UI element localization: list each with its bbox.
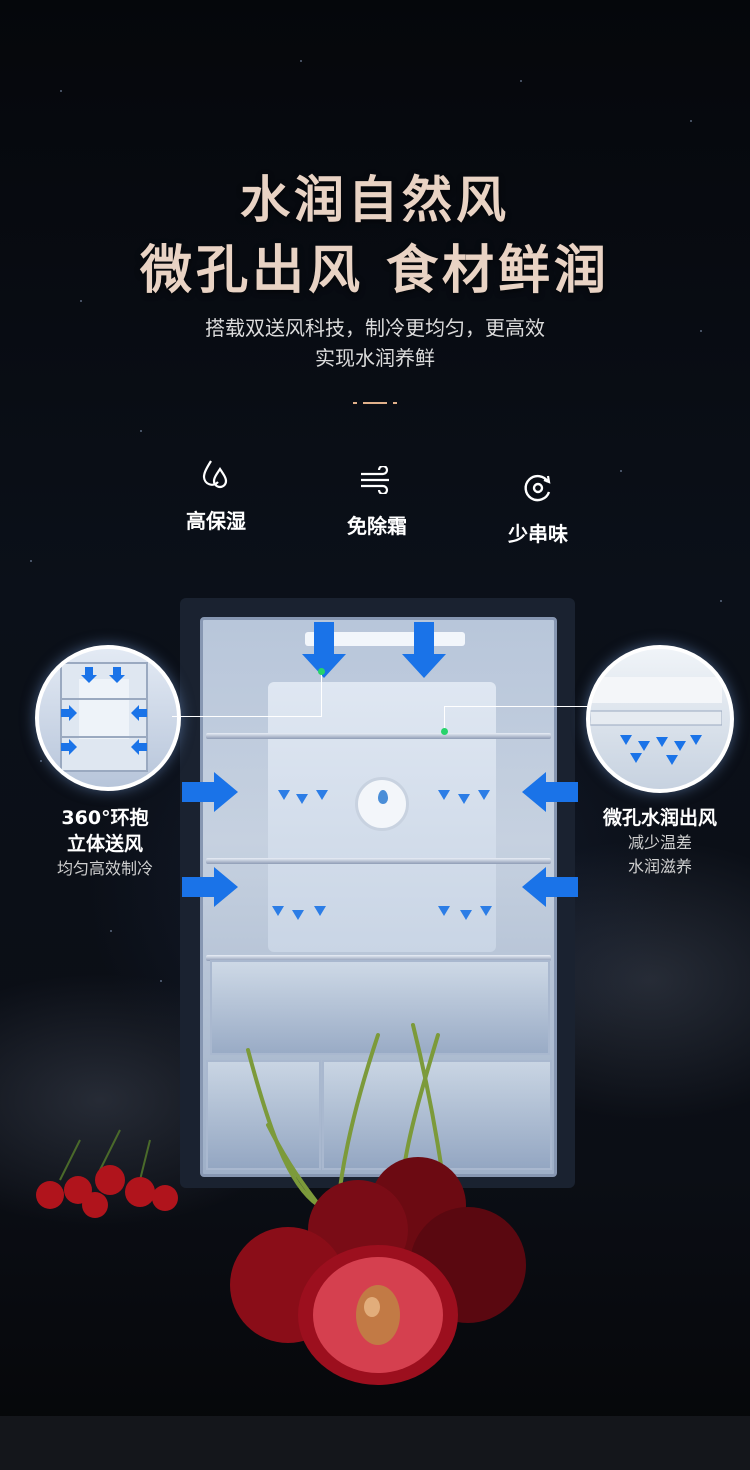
feature-label: 免除霜 (347, 514, 407, 538)
subtitle: 搭载双送风科技，制冷更均匀，更高效 实现水润养鲜 (0, 313, 750, 373)
right-callout-text: 微孔水润出风 减少温差 水润滋养 (580, 805, 740, 879)
left-callout-text: 360°环抱 立体送风 均匀高效制冷 (20, 805, 190, 881)
subtitle-line2: 实现水润养鲜 (315, 346, 435, 370)
fridge-shelf (206, 858, 551, 864)
headline-line1: 水润自然风 (240, 171, 510, 229)
detail-circle-left (35, 645, 181, 791)
right-callout-line1: 微孔水润出风 (602, 807, 717, 829)
indicator-dot (318, 668, 325, 675)
right-callout-line3: 水润滋养 (627, 857, 692, 876)
connector-line (444, 706, 588, 707)
feature-label: 少串味 (508, 522, 568, 546)
airflow-arrow-right (182, 867, 238, 907)
fridge-shelf (206, 733, 551, 739)
divider (353, 402, 397, 404)
subtitle-line1: 搭载双送风科技，制冷更均匀，更高效 (205, 316, 545, 340)
headline-line2: 微孔出风 食材鲜润 (139, 241, 611, 301)
airflow-arrow-down (402, 622, 446, 678)
airflow-arrow-left (522, 772, 578, 812)
left-callout-line1: 360°环抱 (61, 807, 149, 829)
airflow-arrow-right (182, 772, 238, 812)
micro-hole-vent-illustration (590, 677, 723, 765)
detail-circle-right (586, 645, 734, 793)
right-callout-line2: 减少温差 (627, 833, 692, 852)
bottom-strip (0, 1416, 750, 1470)
feature-odor: 少串味 (463, 472, 613, 547)
cherries-illustration (230, 1023, 526, 1385)
airflow-arrow-left (522, 867, 578, 907)
airflow-arrow-down (302, 622, 346, 678)
feature-moisture: 高保湿 (141, 455, 291, 534)
connector-line (444, 706, 445, 732)
fridge-drawer (206, 1060, 321, 1170)
feature-label: 高保湿 (186, 509, 246, 533)
wind-icon (361, 464, 389, 496)
water-drop-icon (378, 790, 388, 804)
fridge-drawer (210, 960, 550, 1055)
cycle-icon (524, 474, 551, 502)
left-callout-line2: 立体送风 (66, 833, 143, 855)
left-callout-line3: 均匀高效制冷 (56, 859, 153, 878)
mini-fridge-illustration (60, 662, 148, 772)
feature-defrost: 免除霜 (302, 464, 452, 539)
fresh-badge (355, 777, 409, 831)
indicator-dot (441, 728, 448, 735)
fridge-shelf (206, 955, 551, 961)
small-cherries-illustration (36, 1129, 178, 1218)
mist-arrows (272, 790, 492, 920)
water-drops-icon (202, 460, 228, 489)
connector-line (172, 716, 322, 717)
connector-line (321, 672, 322, 717)
